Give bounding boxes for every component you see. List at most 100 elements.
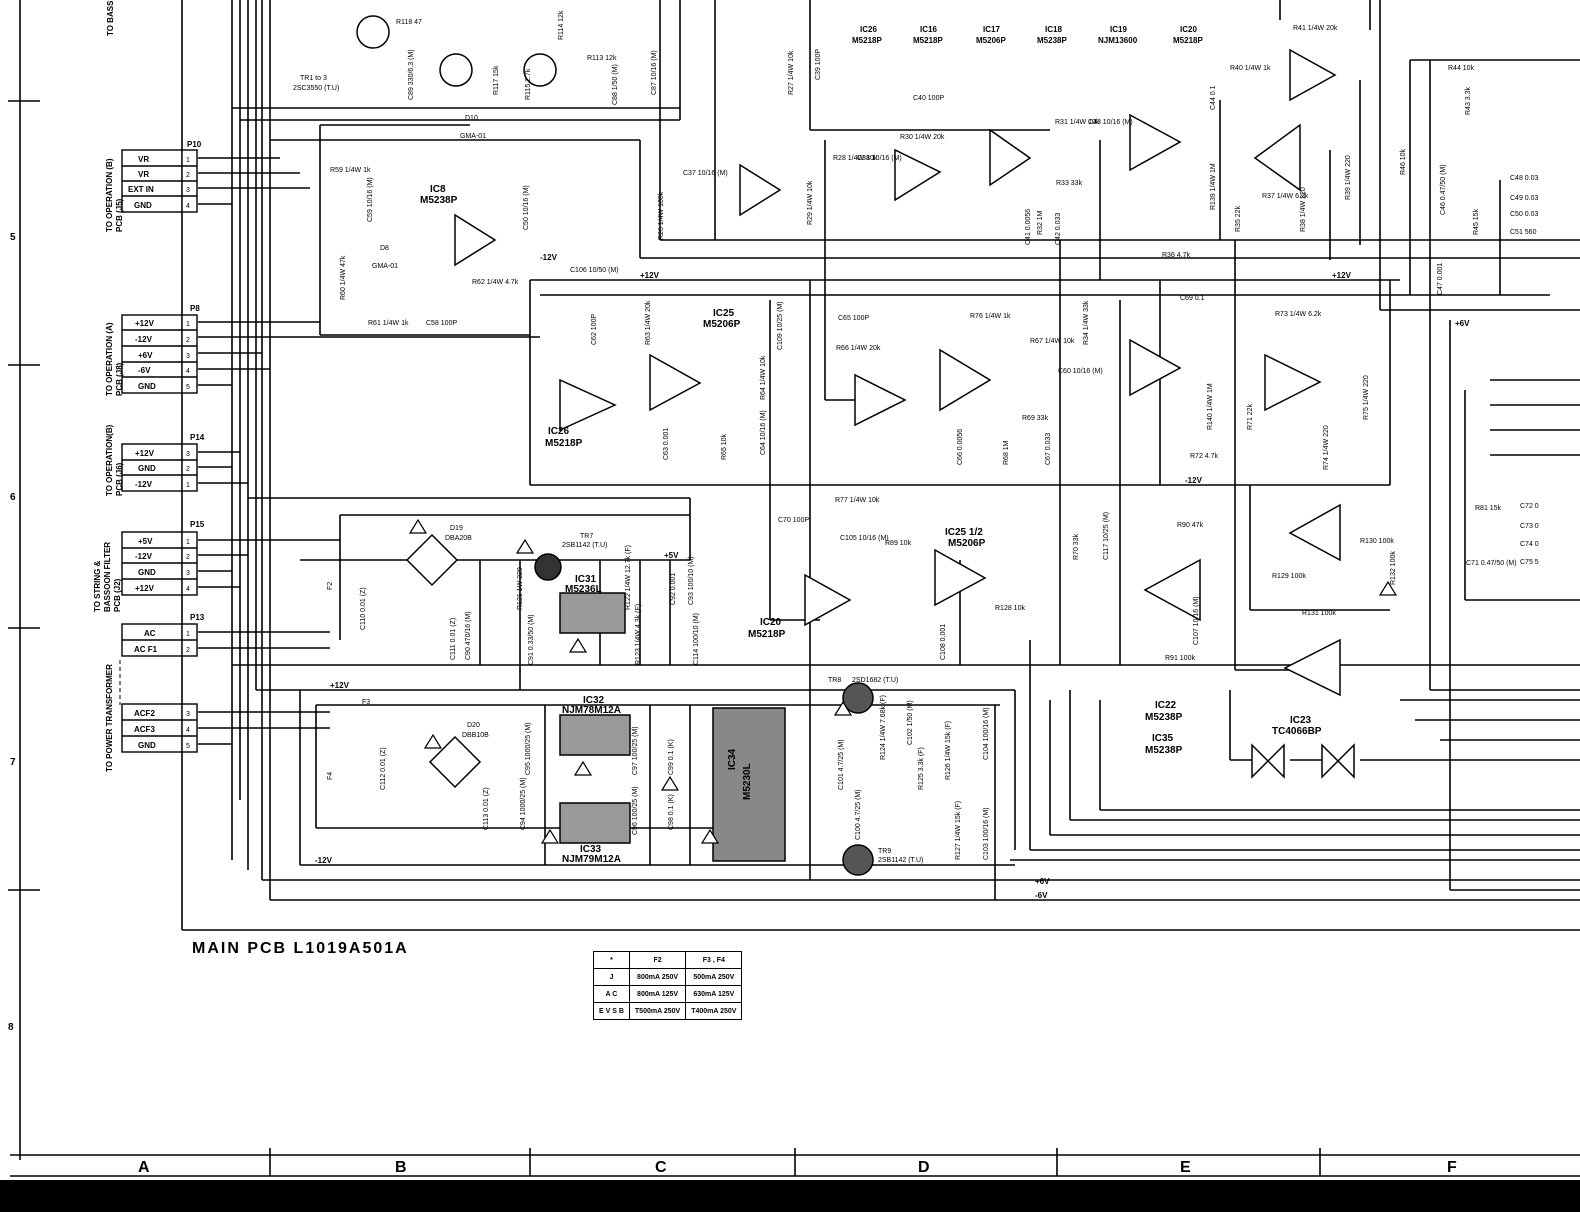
pin-number: 2 (186, 647, 190, 654)
fuse-labels: F2 F3 F4 (327, 582, 370, 780)
component-label: C70 100P (778, 517, 809, 524)
pin-number: 3 (186, 570, 190, 577)
ic-ref: IC34 (727, 748, 738, 770)
transistor-part: 2SB1142 (T.U) (562, 542, 607, 549)
component-label: C72 0 (1520, 503, 1539, 510)
component-label: R139 1/4W 1M (1210, 163, 1217, 210)
pin-number: 2 (186, 172, 190, 179)
component-label: C114 100/10 (M) (693, 613, 700, 665)
transistor-tr1 (523, 53, 557, 87)
component-label: C71 0.47/50 (M) (1466, 560, 1517, 567)
ic31-block (559, 592, 626, 634)
component-label: R77 1/4W 10k (835, 497, 880, 504)
component-label: R31 1/4W 10k (1055, 119, 1100, 126)
component-label: C58 100P (426, 320, 457, 327)
pin-name: GND (134, 201, 152, 210)
connector-p13-pins: AC AC F1 ACF2 ACF3 GND 1 2 3 4 5 (134, 629, 190, 750)
component-label: R43 3.3k (1465, 86, 1472, 115)
connector-id: P14 (190, 433, 205, 442)
ic-header-part: M5218P (913, 36, 943, 45)
fuse-table-cell: T500mA 250V (628, 1002, 687, 1020)
warning-icon (540, 828, 560, 844)
component-label: C93 100/10 (M) (688, 556, 695, 605)
component-label: C50 10/16 (M) (523, 185, 530, 230)
connector-dest: TO POWER TRANSFORMER (105, 664, 114, 772)
component-label: R113 12k (587, 55, 617, 62)
fuse-table-header: * F2 F3 , F4 (593, 951, 743, 969)
ic-header-part: M5238P (1037, 36, 1067, 45)
row-number: 7 (10, 757, 16, 768)
ic-ref: IC20 (760, 617, 782, 628)
transistor-part: 2SB1142 (T.U) (878, 857, 923, 864)
component-label: C96 100/25 (M) (632, 786, 639, 835)
component-label: R140 1/4W 1M (1207, 383, 1214, 430)
warning-icon (833, 700, 853, 716)
connector-id: P15 (190, 520, 205, 529)
ic-ref: IC31 (575, 574, 597, 585)
diode-part: DBA20B (445, 535, 472, 542)
component-label: R41 1/4W 20k (1293, 25, 1338, 32)
component-label: C48 0.03 (1510, 175, 1539, 182)
ic-header-part: M5206P (976, 36, 1006, 45)
component-label: R132 100k (1390, 551, 1397, 585)
component-label: R29 1/4W 10k (807, 180, 814, 225)
diode-labels: D19 DBA20B D20 DBB10B D10 GMA-01 D8 GMA-… (372, 115, 489, 739)
fuse-table-cell: F2 (628, 951, 687, 969)
ic-part: NJM79M12A (562, 854, 621, 865)
pin-name: AC (144, 629, 156, 638)
ic-part: TC4066BP (1272, 726, 1322, 737)
op-amp-ic16-2 (854, 373, 907, 427)
connector-dest: TO STRING & (93, 560, 102, 612)
component-label: C40 100P (913, 95, 944, 102)
ic-ref: IC35 (1152, 733, 1174, 744)
component-label: C74 0 (1520, 541, 1539, 548)
ic-ref: IC25 1/2 (945, 527, 983, 538)
op-amp-ic25-2 (649, 353, 702, 412)
pin-name: +12V (135, 449, 155, 458)
component-label: R69 33k (1022, 415, 1049, 422)
diode-ref: D10 (465, 115, 478, 122)
transistor-part: 2SD1682 (T.U) (852, 677, 898, 684)
component-label: C108 0.001 (940, 624, 947, 660)
pin-number: 4 (186, 586, 190, 593)
pin-number: 4 (186, 368, 190, 375)
fuse-table-cell: 500mA 250V (685, 968, 743, 986)
ic-header-part: NJM13600 (1098, 36, 1138, 45)
fuse-table-cell: 630mA 125V (685, 985, 743, 1003)
op-amp-ic16-1 (894, 148, 942, 202)
connector-dest: TO OPERATION(B) (105, 424, 114, 496)
warning-icon (423, 733, 443, 749)
component-label: R76 1/4W 1k (970, 313, 1011, 320)
rail-label: -12V (540, 253, 558, 262)
component-label: R122 1/4W 12.7k (F) (625, 545, 632, 610)
fuse-table-cell: E V S B (593, 1002, 630, 1020)
component-label: C41 0.0056 (1025, 209, 1032, 245)
op-amp-ic22-1 (1143, 558, 1201, 622)
component-label: R72 4.7k (1190, 453, 1219, 460)
regulators (559, 592, 786, 862)
warning-icon (573, 760, 593, 776)
zone-letter: A (138, 1159, 150, 1176)
pin-number: 1 (186, 321, 190, 328)
component-label: R70 33k (1073, 533, 1080, 560)
ic33-block (559, 802, 631, 844)
fuse-table-row: J 800mA 250V 500mA 250V (593, 968, 743, 986)
transistor-ref: TR7 (580, 533, 593, 540)
connector-dest: BASSOON FILTER (103, 542, 112, 612)
fuse-table-cell: 800mA 125V (628, 985, 687, 1003)
transistor-tr8 (842, 682, 874, 714)
to-bass-label: TO BASS (106, 0, 115, 36)
component-label: C105 10/16 (M) (840, 535, 889, 542)
bridge-d20 (428, 735, 482, 789)
component-label: R129 100k (1272, 573, 1306, 580)
component-label: C91 0.33/50 (M) (528, 614, 535, 665)
component-label: R124 1/4W 7.68k (F) (880, 695, 887, 760)
component-label: C111 0.01 (Z) (450, 618, 457, 660)
pin-name: GND (138, 568, 156, 577)
component-label: C46 0.47/50 (M) (1440, 164, 1447, 215)
component-label: C113 0.01 (Z) (483, 787, 490, 830)
ic-part: M5206P (948, 538, 986, 549)
component-label: C101 4.7/25 (M) (838, 739, 845, 790)
pin-name: VR (138, 170, 149, 179)
pin-name: AC F1 (134, 645, 158, 654)
